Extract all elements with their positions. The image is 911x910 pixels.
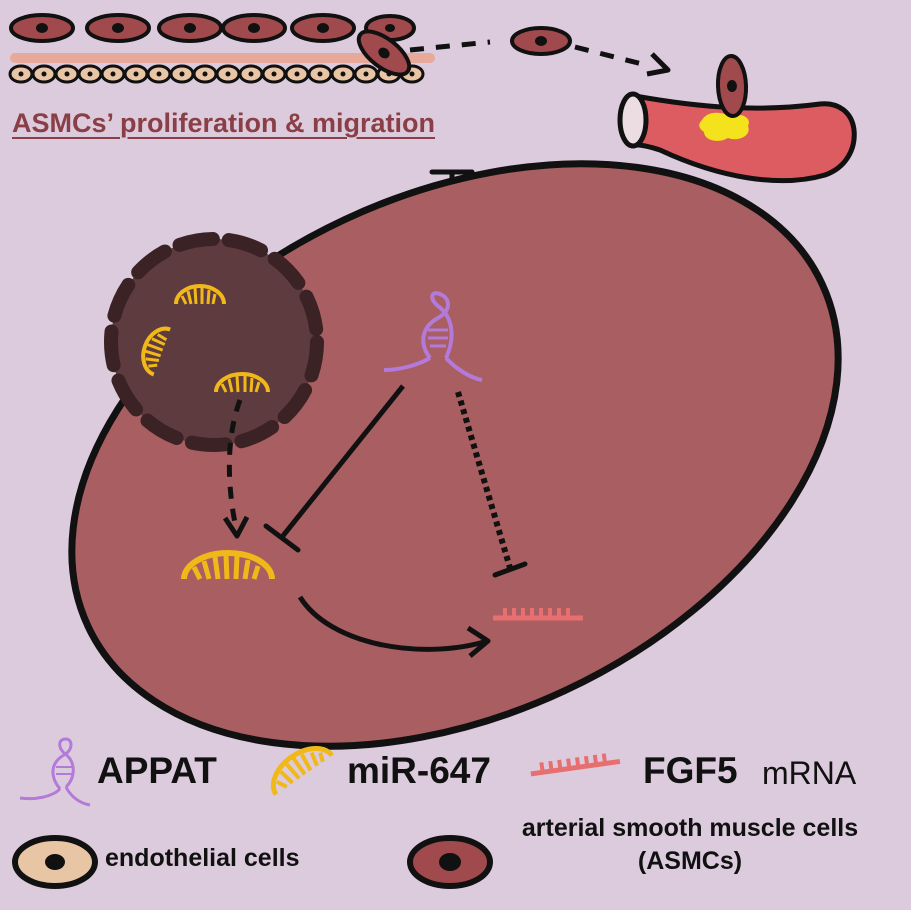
- legend-fgf5-label: FGF5: [643, 750, 738, 791]
- endothelial-cell-icon: [54, 64, 80, 84]
- migration-arrow: [409, 26, 671, 77]
- mir-647-icon: [214, 372, 270, 393]
- mir-export-arrow: [222, 399, 250, 539]
- invading-asmc-icon: [715, 54, 749, 118]
- mir-647-icon: [141, 326, 171, 377]
- plaque: [699, 112, 749, 141]
- asmc-cell-icon: [9, 13, 75, 43]
- asmc-row-top: [9, 13, 416, 43]
- endothelial-cell-icon: [261, 64, 287, 84]
- endothelial-cell-icon: [238, 64, 264, 84]
- legend-endothelial-label: endothelial cells: [105, 844, 300, 872]
- endothelial-cell-icon: [146, 64, 172, 84]
- endothelial-cell-icon: [192, 64, 218, 84]
- nucleus: [104, 232, 324, 452]
- appat-inhibits-mir: [263, 384, 405, 553]
- legend-asmc-icon: [407, 835, 493, 889]
- endothelial-cell-icon: [353, 64, 379, 84]
- migrating-asmc-icon: [356, 29, 412, 77]
- diagram-title: ASMCs’ proliferation & migration: [12, 108, 436, 138]
- mir-647-cytoplasm-icon: [181, 550, 275, 581]
- mir-to-fgf5-arrow: [297, 595, 491, 658]
- endothelial-row: [8, 64, 425, 84]
- legend-mrna-label: mRNA: [762, 755, 857, 791]
- endothelial-cell-icon: [123, 64, 149, 84]
- appat-inhibits-fgf5: [455, 391, 528, 578]
- fgf5-mrna-icon: [493, 608, 583, 621]
- artery-icon: [617, 54, 857, 184]
- legend-mir-icon: [270, 745, 334, 796]
- legend-asmc-label: arterial smooth muscle cells (ASMCs): [521, 814, 859, 875]
- legend-fgf5-icon: [530, 753, 621, 777]
- endothelial-cell-icon: [330, 64, 356, 84]
- asmc-cell-icon: [85, 13, 151, 43]
- endothelial-cell-icon: [8, 64, 34, 84]
- endothelial-cell-icon: [215, 64, 241, 84]
- endothelial-cell-icon: [284, 64, 310, 84]
- asmc-cell-icon: [221, 13, 287, 43]
- endothelial-cell-icon: [169, 64, 195, 84]
- endothelial-cell-icon: [77, 64, 103, 84]
- endothelial-cell-icon: [307, 64, 333, 84]
- legend-mir-label: miR-647: [347, 750, 491, 791]
- legend-endothelial-icon: [12, 835, 98, 889]
- legend-appat-label: APPAT: [97, 750, 217, 791]
- endothelial-cell-icon: [100, 64, 126, 84]
- migrating-asmc-icon-2: [510, 26, 572, 56]
- vessel-wall-layer: [10, 53, 435, 63]
- endothelial-cell-icon: [31, 64, 57, 84]
- asmc-cell-icon: [290, 13, 356, 43]
- mir-647-icon: [174, 284, 226, 305]
- asmc-cell-icon: [157, 13, 223, 43]
- legend-appat-icon: [19, 737, 91, 807]
- appat-icon: [383, 291, 483, 382]
